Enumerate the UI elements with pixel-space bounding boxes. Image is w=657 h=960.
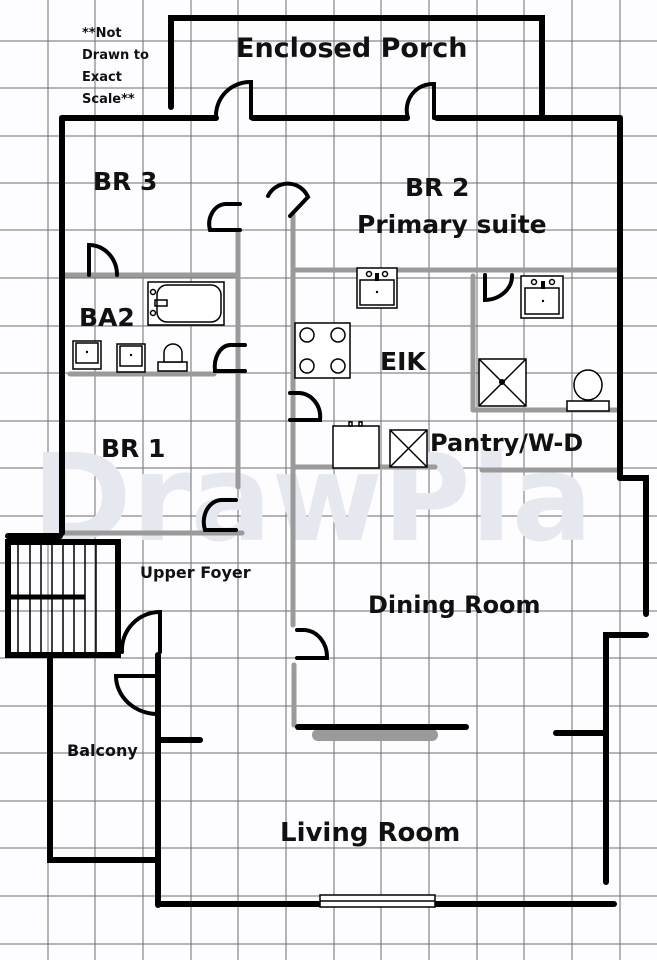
- label-primary-suite: Primary suite: [357, 210, 547, 239]
- ba2-hall-door: [212, 343, 247, 373]
- label-br2: BR 2: [405, 173, 469, 202]
- ba2-bedroom-door: [87, 242, 119, 277]
- balcony-door: [113, 674, 160, 716]
- br1-door: [201, 497, 238, 532]
- staircase: [6, 545, 97, 652]
- scale-note-line-2: Drawn to: [82, 48, 149, 63]
- kitchen-sink: [356, 267, 398, 309]
- living-room-window: [319, 894, 436, 908]
- fixtures: [72, 267, 610, 469]
- scale-note-line-1: **Not: [82, 26, 122, 41]
- doors: [87, 79, 515, 716]
- scale-note-line-3: Exact: [82, 70, 122, 85]
- watermark: DrawPla: [32, 430, 593, 569]
- label-living-room: Living Room: [280, 818, 460, 848]
- interior-walls: [59, 212, 621, 741]
- scale-note-line-4: Scale**: [82, 92, 135, 107]
- dining-door: [295, 628, 330, 660]
- label-enclosed-porch: Enclosed Porch: [236, 33, 467, 64]
- br2-door: [266, 181, 311, 218]
- primary-bath-sink: [520, 275, 564, 319]
- label-dining-room: Dining Room: [368, 591, 541, 619]
- primary-bath-door: [483, 273, 515, 303]
- porch-door-right: [404, 81, 436, 120]
- exterior-walls: [5, 15, 649, 908]
- bathtub: [147, 281, 225, 326]
- kitchen-appliance: [332, 421, 380, 469]
- label-br1: BR 1: [101, 434, 165, 463]
- ba2-sink-1: [72, 340, 102, 370]
- br3-door: [207, 202, 242, 232]
- label-ba2: BA2: [79, 303, 135, 332]
- room-labels: **Not Drawn to Exact Scale** Enclosed Po…: [67, 26, 583, 848]
- stove: [294, 322, 351, 379]
- label-eik: EIK: [380, 347, 427, 376]
- washer-dryer: [389, 429, 428, 468]
- ba2-toilet: [157, 343, 188, 372]
- label-pantry: Pantry/W-D: [430, 429, 583, 457]
- label-balcony: Balcony: [67, 741, 138, 760]
- primary-bath-shower: [478, 358, 527, 407]
- foyer-door: [119, 609, 162, 654]
- label-upper-foyer: Upper Foyer: [140, 563, 251, 582]
- ba2-sink-2: [116, 343, 146, 373]
- eik-door: [288, 390, 323, 422]
- porch-door-left: [213, 79, 253, 120]
- label-br3: BR 3: [93, 167, 157, 196]
- primary-bath-toilet: [566, 369, 610, 412]
